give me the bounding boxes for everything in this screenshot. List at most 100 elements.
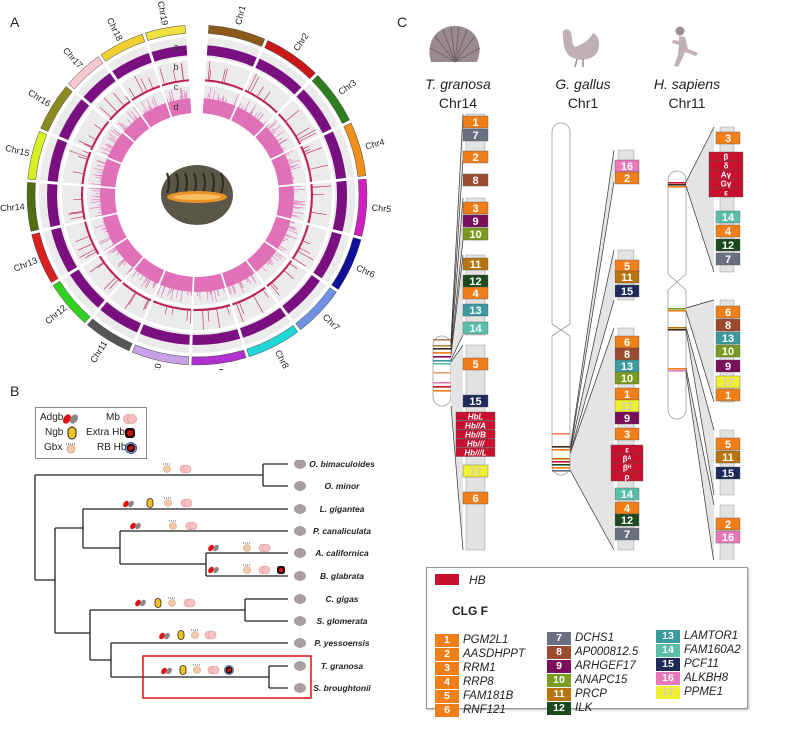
chromosome-chr16: Chr16 bbox=[26, 86, 134, 163]
track-d-spike bbox=[149, 106, 152, 110]
track-d-spike bbox=[146, 99, 153, 110]
hs-hb-block: ε bbox=[708, 187, 744, 198]
track-d-spike bbox=[98, 175, 102, 177]
synteny-link bbox=[569, 327, 615, 455]
chromosome-band bbox=[433, 348, 451, 350]
gene-block-label: 5 bbox=[725, 439, 731, 451]
tg-gene-block-11: 11 bbox=[462, 257, 489, 271]
legend-ngb-label: Ngb bbox=[45, 427, 64, 438]
legend-gene-name: RRP8 bbox=[463, 676, 494, 688]
track-d-spike bbox=[239, 281, 243, 289]
track-d-spike bbox=[288, 159, 300, 165]
chromosome-band bbox=[433, 382, 451, 384]
gene-block-label: Hb//A bbox=[465, 421, 486, 430]
hs-gene-block-14: 14 bbox=[715, 210, 741, 224]
track-d-spike bbox=[119, 258, 125, 264]
chromosome-band bbox=[552, 467, 570, 469]
track-d-spike bbox=[147, 105, 151, 111]
gene-block-label: 17 bbox=[621, 401, 633, 413]
legend-gene-name: RRM1 bbox=[463, 662, 496, 674]
synteny-map: 1728391011124131451516176HbLHb//AHb//BHb… bbox=[432, 113, 744, 560]
chromosome-band bbox=[552, 458, 570, 460]
track-c-spike bbox=[103, 277, 116, 290]
track-d-spike bbox=[279, 139, 287, 145]
tg-gene-block-8: 8 bbox=[462, 173, 489, 187]
track-d-spike bbox=[263, 121, 267, 125]
gene-block-label: 1 bbox=[624, 389, 630, 401]
ideogram-segment bbox=[31, 232, 59, 283]
species-label: O. bimaculoides bbox=[309, 460, 375, 469]
legend-gene-name: ALKBH8 bbox=[684, 672, 729, 684]
gbx-icon bbox=[193, 664, 201, 674]
track-c-spike bbox=[75, 236, 89, 242]
track-c-spike bbox=[144, 300, 150, 310]
gene-block-label: 11 bbox=[621, 272, 633, 284]
track-d-spike bbox=[245, 278, 249, 283]
gene-block-label: ε bbox=[625, 446, 629, 455]
track-d-spike bbox=[240, 281, 244, 288]
gg-gene-block-9: 9 bbox=[614, 411, 640, 425]
hs-gene-block-7: 7 bbox=[715, 252, 741, 266]
track-d-spike bbox=[288, 226, 295, 229]
legend-gene-swatch: 7 bbox=[547, 632, 571, 645]
tg-gene-block-7: 7 bbox=[462, 128, 489, 142]
hs-gene-block-17: 17 bbox=[715, 375, 741, 389]
track-d-spike bbox=[290, 166, 301, 171]
chromosome-band bbox=[552, 461, 570, 463]
track-b-density bbox=[313, 231, 342, 279]
track-d-spike bbox=[93, 174, 102, 177]
hs-gene-block-11: 11 bbox=[715, 450, 741, 464]
chromosome-band bbox=[433, 345, 451, 347]
tg-gene-block-17: 17 bbox=[462, 464, 489, 478]
track-c-spike bbox=[97, 263, 104, 268]
track-d-spike bbox=[129, 267, 134, 273]
gene-block-label: 11 bbox=[470, 259, 482, 271]
track-d-spike bbox=[152, 96, 158, 107]
track-d-spike bbox=[91, 183, 101, 185]
mb-icon bbox=[185, 521, 198, 531]
track-c-spike bbox=[90, 262, 104, 273]
track-d-spike bbox=[102, 238, 111, 243]
tg-gene-block-2: 2 bbox=[462, 150, 489, 164]
track-c-spike bbox=[79, 249, 95, 258]
gene-block-label: Hb///L bbox=[464, 448, 486, 457]
track-d-spike bbox=[285, 234, 297, 240]
track-d-density bbox=[265, 216, 291, 249]
chromosome-chr10: Chr10 bbox=[131, 270, 193, 370]
mb-icon bbox=[204, 630, 217, 640]
tg-gene-block-15: 15 bbox=[462, 394, 489, 408]
track-d-spike bbox=[170, 288, 172, 293]
mb-icon bbox=[183, 598, 196, 608]
track-c-line bbox=[161, 79, 190, 87]
legend-gene-swatch: 1 bbox=[435, 634, 459, 647]
track-d-spike bbox=[95, 176, 102, 179]
synteny-link bbox=[685, 299, 715, 309]
panel-label-b: B bbox=[10, 383, 20, 399]
hs-gene-block-6: 6 bbox=[715, 305, 741, 319]
synteny-link bbox=[685, 126, 715, 183]
track-c-spike bbox=[284, 270, 294, 280]
track-d-spike bbox=[112, 249, 118, 253]
track-d-spike bbox=[107, 143, 113, 148]
gene-block-label: 4 bbox=[472, 288, 479, 300]
track-d-spike bbox=[101, 147, 111, 153]
chromosome-chr7: Chr7 bbox=[246, 241, 342, 333]
gg-gene-block-6: 6 bbox=[614, 335, 640, 349]
synteny-link bbox=[450, 239, 464, 351]
track-c-spike bbox=[311, 212, 327, 215]
track-c-spike bbox=[303, 145, 310, 149]
track-c-line bbox=[131, 85, 161, 101]
track-d-spike bbox=[97, 171, 103, 174]
track-c-spike bbox=[78, 140, 92, 147]
track-d-spike bbox=[217, 289, 220, 296]
species-silhouette-icon bbox=[294, 683, 306, 693]
track-d-spike bbox=[256, 112, 262, 119]
track-d-spike bbox=[89, 187, 101, 190]
gbx-icon bbox=[243, 542, 251, 552]
track-c-background bbox=[145, 299, 192, 330]
track-c-spike bbox=[190, 310, 192, 324]
hs-hb-block: β bbox=[708, 151, 744, 162]
chromosome-label: Chr8 bbox=[273, 348, 291, 370]
shell-rib bbox=[175, 172, 179, 194]
